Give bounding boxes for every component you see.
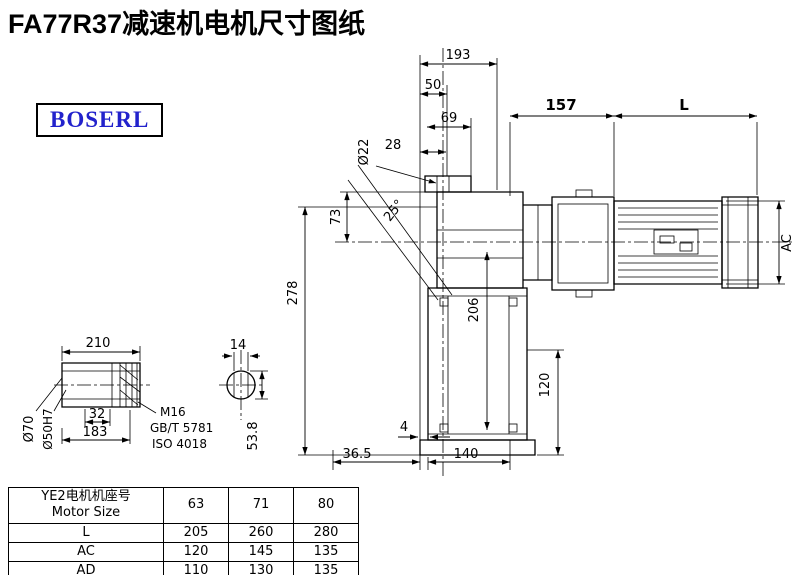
dim-4: 4 — [398, 420, 450, 440]
dim-157-label: 157 — [545, 96, 576, 114]
dim-22-label: Ø22 — [357, 139, 372, 166]
cell-AC-71: 145 — [228, 541, 294, 563]
row-label-AC: AC — [8, 541, 164, 563]
table-size-63: 63 — [163, 487, 229, 524]
table-header-motor-size: YE2电机机座号 Motor Size — [8, 487, 164, 524]
dim-69: 69 — [427, 111, 471, 130]
dim-AC-label: AC — [780, 234, 795, 252]
dim-4-label: 4 — [400, 420, 408, 435]
motor-size-table: YE2电机机座号 Motor Size 63 71 80 L 205 260 2… — [8, 487, 359, 575]
dim-70-label: Ø70 — [22, 416, 37, 443]
table-row-L: L 205 260 280 — [8, 522, 359, 543]
dim-32: 32 — [85, 407, 110, 425]
cell-AC-63: 120 — [163, 541, 229, 563]
dim-120: 120 — [538, 350, 561, 455]
center-lines — [54, 48, 793, 478]
dim-193: 193 — [420, 48, 497, 67]
dim-28-label: 28 — [385, 138, 402, 153]
table-row-AC: AC 120 145 135 — [8, 541, 359, 563]
dim-32-label: 32 — [89, 407, 106, 422]
dim-36-5-label: 36.5 — [343, 447, 372, 462]
table-size-71: 71 — [228, 487, 294, 524]
dim-183: 183 — [62, 425, 130, 443]
thread-callout: M16 GB/T 5781 ISO 4018 — [150, 405, 213, 451]
thread-m16-label: M16 — [160, 405, 186, 419]
brand-logo: BOSERL — [36, 103, 164, 137]
cell-L-80: 280 — [293, 522, 359, 543]
cell-AC-80: 135 — [293, 541, 359, 563]
dim-50h7: Ø50H7 — [41, 408, 55, 449]
table-header-cn: YE2电机机座号 — [41, 489, 131, 504]
cell-AD-71: 130 — [228, 560, 294, 575]
dim-157: 157 — [510, 96, 614, 119]
dim-AC: AC — [776, 201, 795, 284]
dim-210: 210 — [62, 336, 140, 355]
dim-183-label: 183 — [83, 425, 108, 440]
extension-lines — [35, 55, 785, 470]
cell-L-63: 205 — [163, 522, 229, 543]
dim-14: 14 — [222, 338, 260, 359]
shaft-detail-view — [61, 362, 141, 408]
dim-206: 206 — [467, 252, 490, 430]
row-label-AD: AD — [8, 560, 164, 575]
table-size-80: 80 — [293, 487, 359, 524]
table-row-AD: AD 110 130 135 — [8, 560, 359, 575]
motor-outline — [523, 189, 759, 298]
keyway-detail-view — [226, 370, 256, 400]
dim-193-label: 193 — [446, 48, 471, 63]
dim-53-8: 53.8 — [246, 371, 265, 451]
dim-25-label: 25° — [381, 197, 407, 224]
dim-140: 140 — [428, 447, 510, 465]
dim-69-label: 69 — [441, 111, 458, 126]
thread-gbt-label: GB/T 5781 — [150, 421, 213, 435]
dim-28: 28 — [385, 138, 446, 155]
dim-140-label: 140 — [454, 447, 479, 462]
cell-AD-80: 135 — [293, 560, 359, 575]
table-header-en: Motor Size — [51, 505, 121, 521]
dim-L-label: L — [679, 96, 689, 114]
dim-210-label: 210 — [86, 336, 111, 351]
dim-bore-22: Ø22 — [357, 139, 437, 184]
dim-70: Ø70 — [22, 416, 37, 443]
dim-73-label: 73 — [329, 209, 344, 226]
page-title: FA77R37减速机电机尺寸图纸 — [8, 9, 366, 39]
dim-278-label: 278 — [286, 281, 301, 306]
dim-73: 73 — [329, 192, 350, 242]
dim-50: 50 — [420, 78, 447, 97]
dim-50h7-label: Ø50H7 — [41, 408, 55, 449]
dim-278: 278 — [286, 207, 308, 455]
dim-53-8-label: 53.8 — [246, 422, 261, 451]
dim-206-label: 206 — [467, 298, 482, 323]
dim-14-label: 14 — [230, 338, 247, 353]
table-header-row: YE2电机机座号 Motor Size 63 71 80 — [8, 487, 359, 524]
cell-L-71: 260 — [228, 522, 294, 543]
dim-50-label: 50 — [425, 78, 442, 93]
cell-AD-63: 110 — [163, 560, 229, 575]
dim-120-label: 120 — [538, 373, 553, 398]
dim-L: L — [614, 96, 757, 119]
dim-36-5: 36.5 — [333, 447, 420, 465]
row-label-L: L — [8, 522, 164, 543]
thread-iso-label: ISO 4018 — [152, 437, 207, 451]
